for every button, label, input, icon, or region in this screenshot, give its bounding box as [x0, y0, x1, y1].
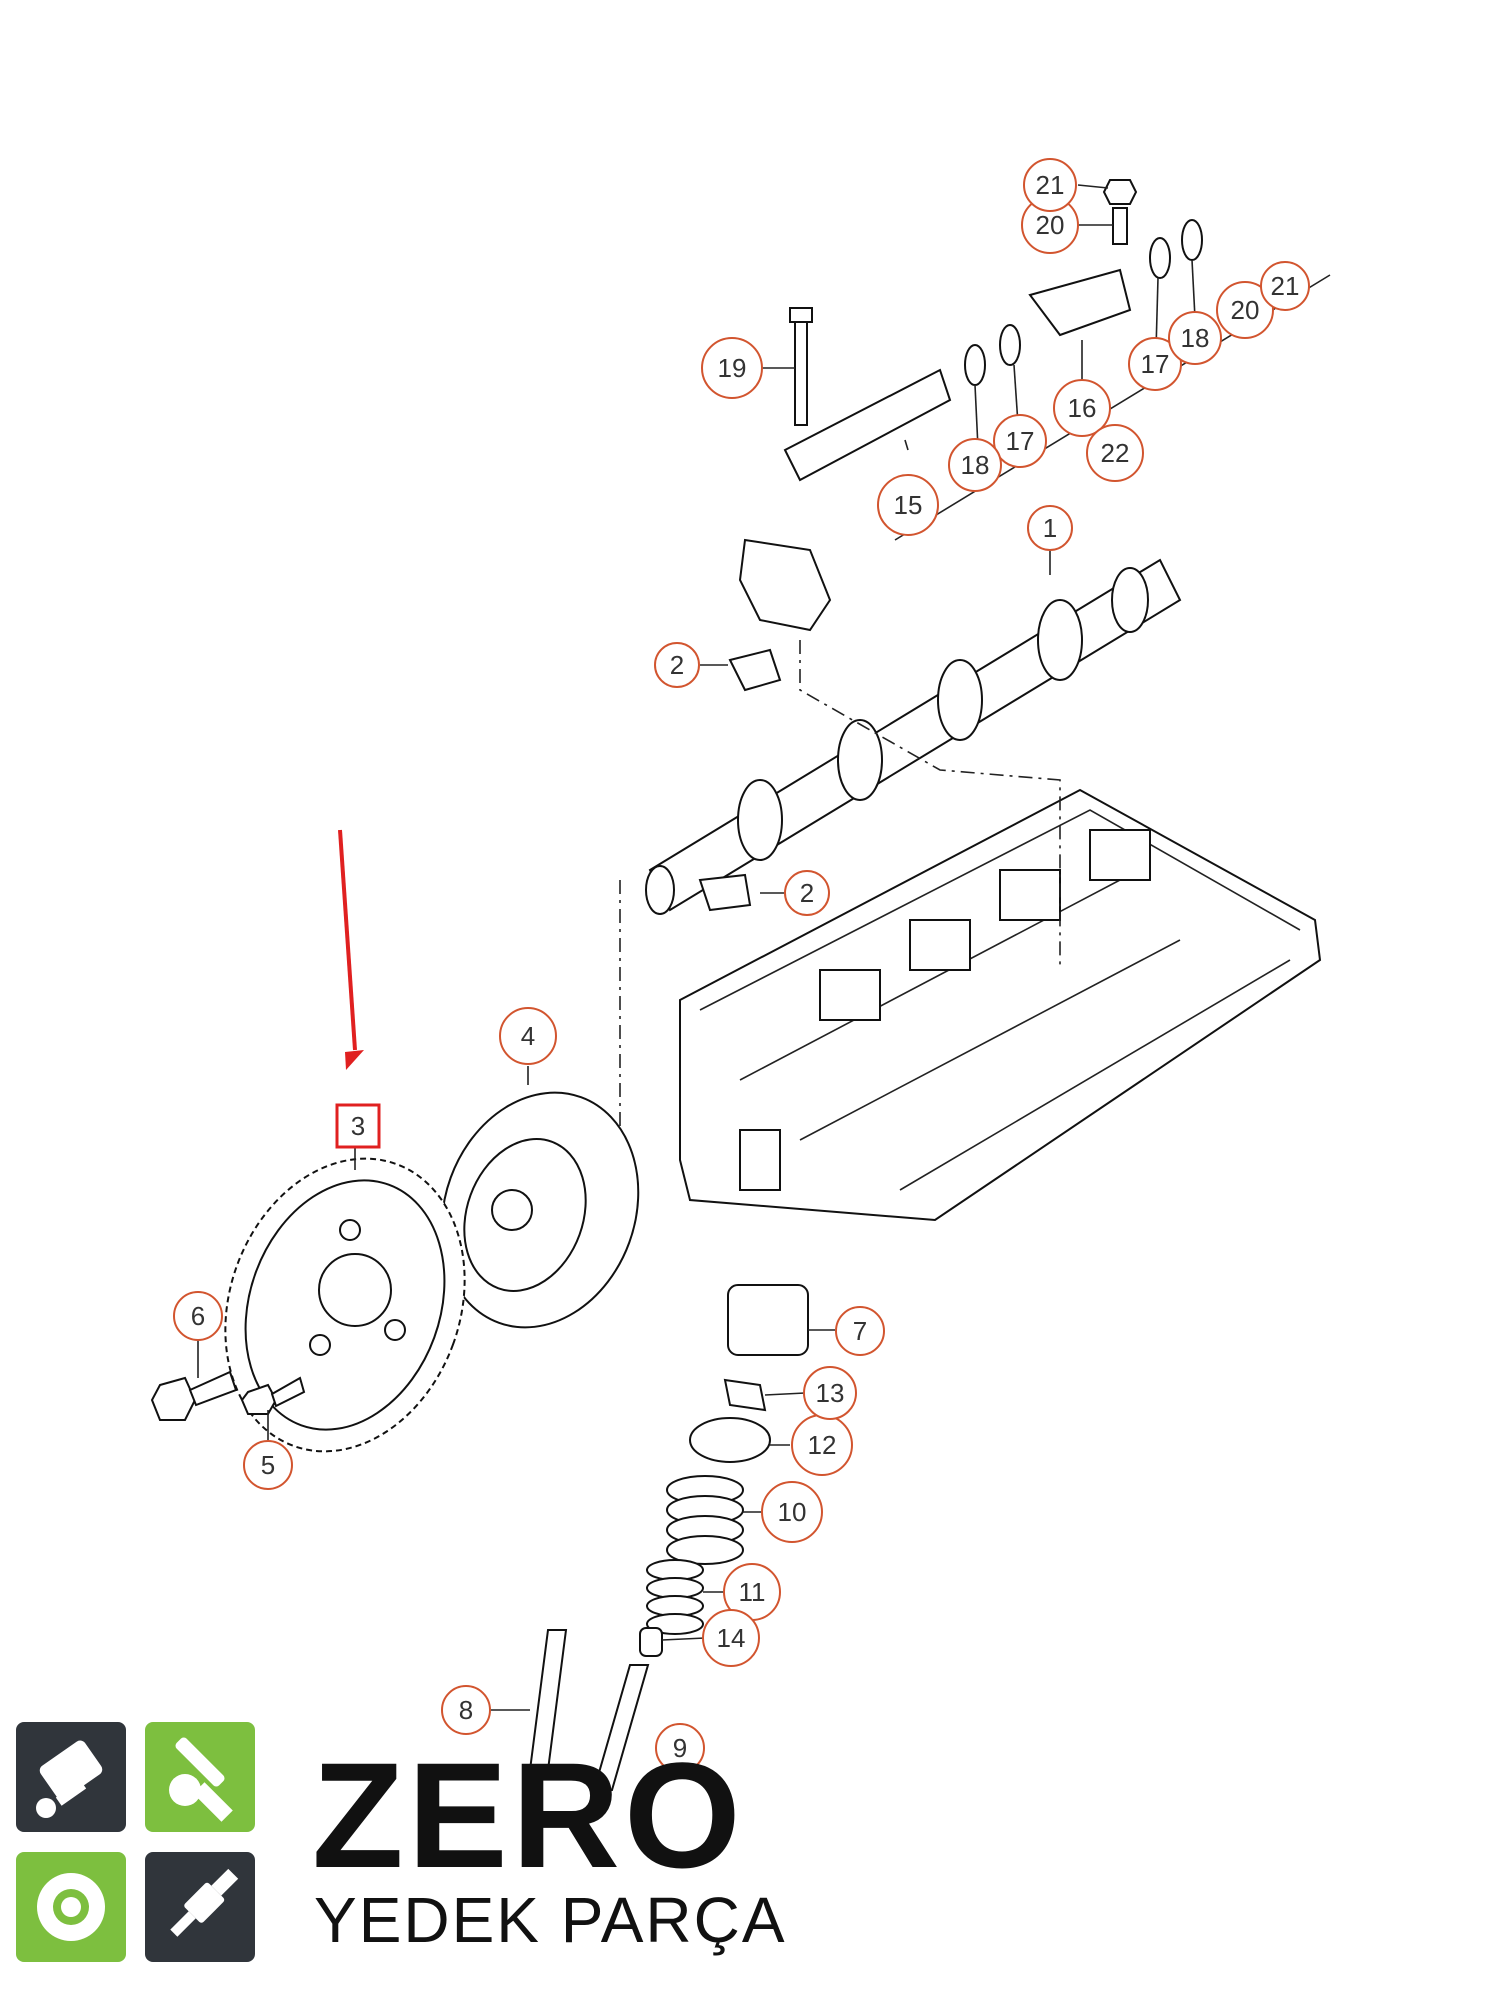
callout-2-lower: 2 — [784, 870, 830, 916]
callout-21: 21 — [1023, 158, 1077, 212]
wrench-icon — [145, 1722, 255, 1832]
valve-seal — [639, 1627, 663, 1657]
callouts: 1 2 2 4 5 6 7 8 9 10 11 12 13 14 15 16 1… — [173, 158, 1310, 1773]
camshaft — [645, 558, 1182, 915]
callout-19: 19 — [701, 337, 763, 399]
svg-text:9: 9 — [673, 1733, 687, 1763]
callout-2-upper: 2 — [654, 642, 700, 688]
callout-7: 7 — [835, 1306, 885, 1356]
callout-4: 4 — [499, 1007, 557, 1065]
highlight-box — [335, 1103, 381, 1149]
highlight-arrow: 3 — [335, 829, 381, 1149]
bearing-shell-lower — [698, 873, 752, 912]
callout-16: 16 — [1053, 379, 1111, 437]
callout-6: 6 — [173, 1291, 223, 1341]
brand-subtitle: YEDEK PARÇA — [314, 1884, 787, 1956]
svg-text:5: 5 — [261, 1450, 275, 1480]
adjuster-screw — [1112, 207, 1128, 245]
rocker-shaft — [783, 368, 952, 482]
nut — [1102, 179, 1138, 205]
svg-text:13: 13 — [816, 1378, 845, 1408]
ring-18b — [1181, 219, 1203, 261]
bearing-cap — [738, 538, 832, 632]
callout-11: 11 — [723, 1563, 781, 1621]
callout-8: 8 — [441, 1685, 491, 1735]
ring-17 — [999, 324, 1021, 366]
valve-exhaust — [592, 1664, 650, 1791]
svg-text:21: 21 — [1271, 271, 1300, 301]
piston-icon — [16, 1722, 126, 1832]
callout-17: 17 — [993, 414, 1047, 468]
highlight-label: 3 — [351, 1111, 365, 1141]
svg-text:22: 22 — [1101, 438, 1130, 468]
spring-retainer — [689, 1417, 771, 1463]
callout-21-right: 21 — [1260, 261, 1310, 311]
inner-spring — [646, 1559, 704, 1635]
outer-spring — [666, 1475, 744, 1565]
callout-22: 22 — [1086, 424, 1144, 482]
svg-text:2: 2 — [800, 878, 814, 908]
brand-name: ZERO — [312, 1731, 745, 1899]
callout-14: 14 — [702, 1609, 760, 1667]
svg-text:8: 8 — [459, 1695, 473, 1725]
svg-text:12: 12 — [808, 1430, 837, 1460]
tappet — [727, 1284, 809, 1356]
valve-intake — [528, 1629, 568, 1771]
svg-text:6: 6 — [191, 1301, 205, 1331]
svg-text:10: 10 — [778, 1497, 807, 1527]
svg-text:18: 18 — [961, 450, 990, 480]
callout-20-right: 20 — [1216, 281, 1274, 339]
callout-20: 20 — [1021, 196, 1079, 254]
rocker-arm — [1028, 268, 1132, 337]
bolt-6 — [150, 1370, 238, 1421]
valve-keeper — [723, 1378, 767, 1412]
ring-18 — [964, 344, 986, 386]
callout-17-right: 17 — [1128, 337, 1182, 391]
svg-text:17: 17 — [1141, 349, 1170, 379]
svg-text:20: 20 — [1231, 295, 1260, 325]
svg-text:18: 18 — [1181, 323, 1210, 353]
svg-text:21: 21 — [1036, 170, 1065, 200]
spark-plug-icon — [145, 1852, 255, 1962]
callout-15: 15 — [877, 474, 939, 536]
svg-text:19: 19 — [718, 353, 747, 383]
svg-text:11: 11 — [739, 1577, 766, 1607]
gear-icon — [16, 1852, 126, 1962]
svg-text:16: 16 — [1068, 393, 1097, 423]
callout-10: 10 — [761, 1481, 823, 1543]
svg-text:1: 1 — [1043, 513, 1057, 543]
callout-18-right: 18 — [1168, 311, 1222, 365]
svg-text:7: 7 — [853, 1316, 867, 1346]
cylinder-head — [679, 788, 1322, 1222]
callout-5: 5 — [243, 1440, 293, 1490]
callout-12: 12 — [791, 1414, 853, 1476]
svg-text:2: 2 — [670, 650, 684, 680]
ring-17b — [1149, 237, 1171, 279]
callout-9: 9 — [655, 1723, 705, 1773]
callout-13: 13 — [803, 1366, 857, 1420]
svg-text:20: 20 — [1036, 210, 1065, 240]
svg-text:4: 4 — [521, 1021, 535, 1051]
callout-18: 18 — [948, 438, 1002, 492]
svg-text:17: 17 — [1006, 426, 1035, 456]
bolt-19 — [794, 319, 808, 426]
camshaft-gear — [224, 1157, 466, 1453]
svg-text:14: 14 — [717, 1623, 746, 1653]
svg-text:15: 15 — [894, 490, 923, 520]
callout-1: 1 — [1027, 505, 1073, 551]
sprocket-hub — [440, 1091, 640, 1329]
bolt-5 — [240, 1376, 306, 1415]
bearing-shell-upper — [728, 648, 782, 692]
